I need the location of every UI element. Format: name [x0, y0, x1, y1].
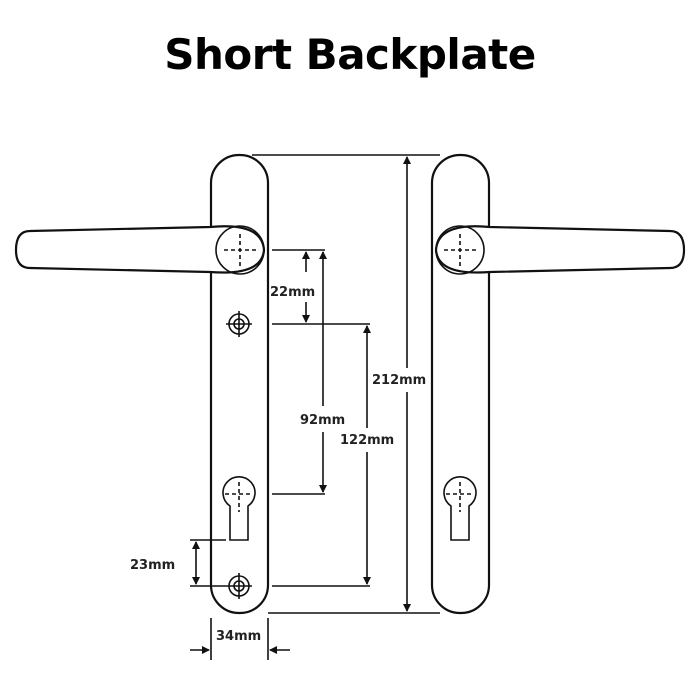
dimension-212mm: 212mm — [372, 156, 426, 612]
right-backplate — [430, 153, 686, 615]
page-title: Short Backplate — [164, 30, 536, 79]
left-backplate-body — [209, 153, 270, 615]
right-cylinder-cutout-icon — [443, 476, 477, 541]
right-spindle-rose — [435, 225, 485, 275]
dimension-34mm: 34mm — [190, 629, 290, 654]
label-34mm: 34mm — [216, 629, 261, 644]
dimension-23mm: 23mm — [130, 541, 200, 585]
label-122mm: 122mm — [340, 433, 394, 448]
extension-lines — [190, 154, 440, 660]
label-92mm: 92mm — [300, 413, 345, 428]
label-22mm: 22mm — [270, 285, 315, 300]
label-212mm: 212mm — [372, 373, 426, 388]
left-lever-handle — [14, 225, 266, 274]
left-backplate — [14, 153, 270, 615]
right-lever-handle — [434, 225, 686, 274]
label-23mm: 23mm — [130, 558, 175, 573]
dimension-122mm: 122mm — [340, 325, 394, 585]
left-bottom-screw-icon — [226, 573, 252, 599]
left-top-screw-icon — [226, 311, 252, 337]
right-backplate-body — [430, 153, 491, 615]
left-spindle-rose — [215, 225, 265, 275]
dimension-92mm: 92mm — [300, 251, 345, 493]
dimension-22mm: 22mm — [270, 251, 315, 323]
left-cylinder-cutout-icon — [222, 476, 256, 541]
